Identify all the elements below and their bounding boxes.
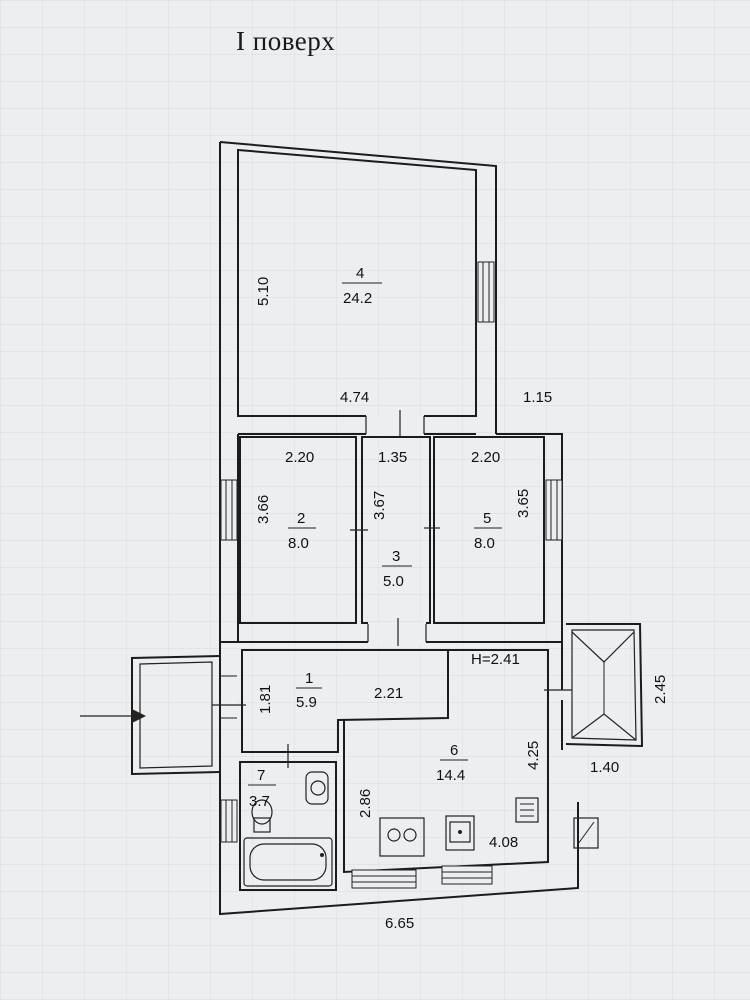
- stove-icon: [379, 817, 425, 857]
- room-5-number: 5: [483, 510, 491, 527]
- kitchen-sink-icon: [445, 815, 475, 851]
- dim-room5-height: 3.65: [515, 489, 532, 518]
- dim-room2-height: 3.66: [255, 495, 272, 524]
- right-terrace: [565, 623, 644, 748]
- room-5-area: 8.0: [474, 535, 495, 552]
- arrow-right-icon: [132, 709, 146, 723]
- room-7-number: 7: [257, 767, 265, 784]
- dim-terrace-width: 1.40: [590, 759, 619, 776]
- kitchen-fixtures: [379, 797, 599, 857]
- dim-room4-width: 4.74: [340, 389, 369, 406]
- radiator-icon: [515, 797, 539, 823]
- dim-ceiling-height: H=2.41: [471, 651, 520, 668]
- sink-icon: [305, 771, 329, 805]
- dim-room3-height: 3.67: [371, 491, 388, 520]
- boiler-icon: [573, 817, 599, 849]
- dim-room6-height-right: 4.25: [525, 741, 542, 770]
- room-4-walls: [219, 141, 497, 434]
- room-7-area: 3.7: [249, 793, 270, 810]
- dim-room4-height: 5.10: [255, 277, 272, 306]
- bottom-section-walls: [212, 642, 579, 916]
- rooms-2-3-5: [220, 436, 563, 646]
- dim-total-width: 6.65: [385, 915, 414, 932]
- dim-room5-width: 2.20: [471, 449, 500, 466]
- dim-terrace-height: 2.45: [652, 675, 669, 704]
- room-6-area: 14.4: [436, 767, 465, 784]
- dim-porch-offset: 1.15: [523, 389, 552, 406]
- dim-room6-height-left: 2.86: [357, 789, 374, 818]
- dim-room6-width: 4.08: [489, 834, 518, 851]
- dim-room2-width: 2.20: [285, 449, 314, 466]
- room-fraction-lines: [248, 282, 502, 786]
- room-1-number: 1: [305, 670, 313, 687]
- room-3-number: 3: [392, 548, 400, 565]
- bathroom-fixtures: [243, 771, 333, 887]
- floor-title: I поверх: [236, 26, 336, 56]
- room-3-area: 5.0: [383, 573, 404, 590]
- toilet-icon: [251, 799, 273, 825]
- room-4-area: 24.2: [343, 290, 372, 307]
- entrance-porch: [80, 655, 221, 776]
- room-2-area: 8.0: [288, 535, 309, 552]
- room-2-number: 2: [297, 510, 305, 527]
- dim-room1-width: 2.21: [374, 685, 403, 702]
- dim-room3-width: 1.35: [378, 449, 407, 466]
- room-1-area: 5.9: [296, 694, 317, 711]
- bathtub-icon: [243, 837, 333, 887]
- dim-room1-height: 1.81: [257, 685, 274, 714]
- middle-band-walls: [219, 410, 563, 642]
- room-6-number: 6: [450, 742, 458, 759]
- room-4-number: 4: [356, 265, 364, 282]
